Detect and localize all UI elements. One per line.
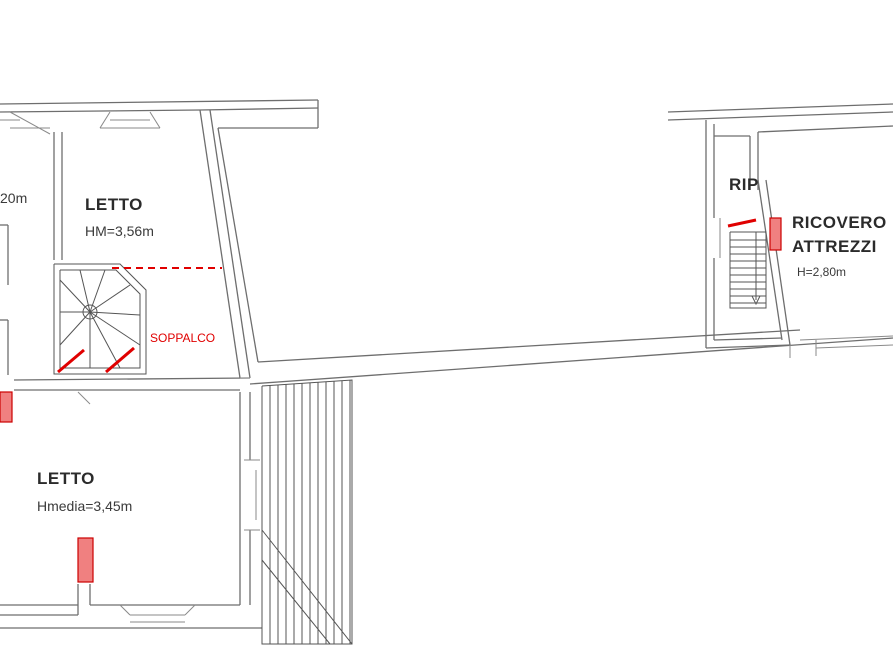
room-height-letto-upper: HM=3,56m: [85, 223, 154, 239]
mezzanine-line-left: [57, 348, 85, 374]
red-marker-lower: [77, 537, 94, 583]
rip-red-line: [727, 218, 757, 228]
right-building-walls: [667, 103, 893, 358]
room-name-attrezzi: ATTREZZI: [792, 237, 877, 256]
room-name-letto-lower: LETTO: [37, 469, 95, 488]
partial-room-height: 20m: [0, 190, 27, 206]
room-height-letto-lower: Hmedia=3,45m: [37, 498, 132, 514]
straight-staircase: [261, 379, 353, 645]
mezzanine-label: SOPPALCO: [150, 331, 215, 345]
red-marker-left: [0, 391, 13, 423]
small-staircase: [729, 231, 767, 309]
room-name-letto-upper: LETTO: [85, 195, 143, 214]
room-name-ricovero: RICOVERO: [792, 213, 887, 232]
red-marker-right: [769, 217, 782, 251]
room-name-rip: RIP: [729, 175, 759, 194]
mezzanine-line-right: [105, 346, 135, 374]
left-building-walls: [0, 99, 893, 629]
room-height-ricovero: H=2,80m: [797, 265, 846, 279]
spiral-staircase: [53, 263, 147, 375]
